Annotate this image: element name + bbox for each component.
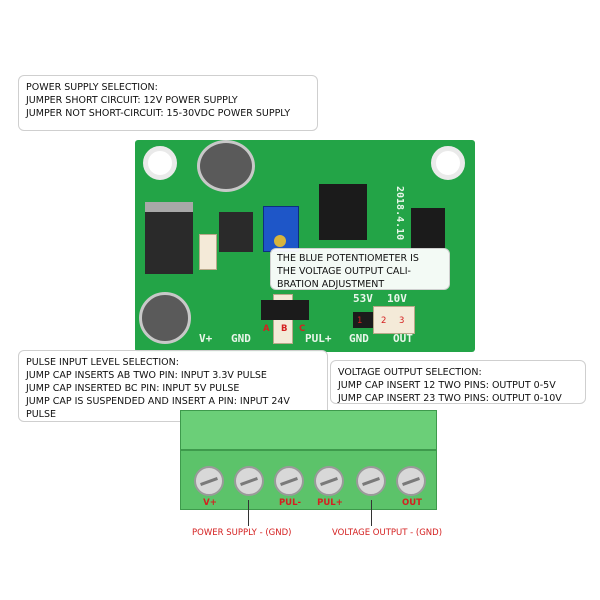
callout-line: THE BLUE POTENTIOMETER IS — [277, 253, 419, 264]
pin-label-2: 2 — [381, 316, 387, 326]
pin-label-b: B — [281, 324, 288, 334]
mounting-hole — [431, 146, 465, 180]
pin-label-1: 1 — [357, 316, 363, 326]
terminal-screw[interactable] — [234, 466, 264, 496]
callout-line: JUMP CAP INSERT 12 TWO PINS: OUTPUT 0-5V — [338, 380, 556, 391]
terminal-label-vplus: V+ — [203, 498, 217, 508]
power-jumper[interactable] — [199, 234, 217, 270]
terminal-screw[interactable] — [274, 466, 304, 496]
capacitor — [197, 140, 255, 192]
callout-line: PULSE INPUT LEVEL SELECTION: — [26, 357, 179, 368]
blue-potentiometer — [263, 206, 299, 252]
terminal-label-pul-plus: PUL+ — [317, 498, 343, 508]
callout-line: POWER SUPPLY SELECTION: — [26, 82, 158, 93]
voltage-output-jumper[interactable] — [373, 306, 415, 334]
ic-chip — [411, 208, 445, 248]
callout-line: JUMPER NOT SHORT-CIRCUIT: 15-30VDC POWER… — [26, 108, 291, 119]
terminal-screw[interactable] — [194, 466, 224, 496]
callout-line: JUMP CAP IS SUSPENDED AND INSERT A PIN: … — [26, 396, 290, 420]
silk-53v: 53V — [353, 292, 373, 305]
regulator-chip — [145, 202, 193, 274]
pin-label-a: A — [263, 324, 270, 334]
silk-gnd: GND — [231, 332, 251, 345]
pulse-header — [261, 300, 309, 320]
power-supply-callout: POWER SUPPLY SELECTION: JUMPER SHORT CIR… — [18, 75, 318, 131]
silk-pul: PUL+ — [305, 332, 332, 345]
pin-label-3: 3 — [399, 316, 405, 326]
terminal-label-pul-minus: PUL- — [278, 498, 302, 508]
silk-date: 2018.4.10 — [394, 186, 405, 241]
power-supply-gnd-label: POWER SUPPLY - (GND) — [192, 528, 292, 538]
capacitor — [139, 292, 191, 344]
callout-line: VOLTAGE OUTPUT SELECTION: — [338, 367, 482, 378]
regulator-chip — [219, 212, 253, 252]
pointer-line — [371, 500, 372, 526]
ic-chip — [319, 184, 367, 240]
terminal-screw[interactable] — [356, 466, 386, 496]
callout-line: JUMP CAP INSERTS AB TWO PIN: INPUT 3.3V … — [26, 370, 267, 381]
silk-gnd: GND — [349, 332, 369, 345]
terminal-screw[interactable] — [314, 466, 344, 496]
callout-line: THE VOLTAGE OUTPUT CALI- — [277, 266, 411, 277]
pointer-line — [248, 500, 249, 526]
voltage-output-callout: VOLTAGE OUTPUT SELECTION: JUMP CAP INSER… — [330, 360, 586, 404]
potentiometer-callout: THE BLUE POTENTIOMETER IS THE VOLTAGE OU… — [270, 248, 450, 290]
silk-out: OUT — [393, 332, 413, 345]
mounting-hole — [143, 146, 177, 180]
voltage-output-gnd-label: VOLTAGE OUTPUT - (GND) — [332, 528, 443, 538]
callout-line: JUMP CAP INSERTED BC PIN: INPUT 5V PULSE — [26, 383, 240, 394]
callout-line: JUMP CAP INSERT 23 TWO PINS: OUTPUT 0-10… — [338, 393, 562, 404]
pcb-board: A B C 1 2 3 V+ GND PUL+ GND OUT 53V 10V … — [135, 140, 475, 352]
silk-10v: 10V — [387, 292, 407, 305]
silk-vplus: V+ — [199, 332, 213, 345]
terminal-screw[interactable] — [396, 466, 426, 496]
terminal-block: V+ PUL- PUL+ OUT — [180, 410, 437, 520]
pin-label-c: C — [299, 324, 306, 334]
callout-line: JUMPER SHORT CIRCUIT: 12V POWER SUPPLY — [26, 95, 238, 106]
callout-line: BRATION ADJUSTMENT — [277, 279, 385, 290]
terminal-label-out: OUT — [402, 498, 422, 508]
terminal-housing — [180, 410, 437, 450]
